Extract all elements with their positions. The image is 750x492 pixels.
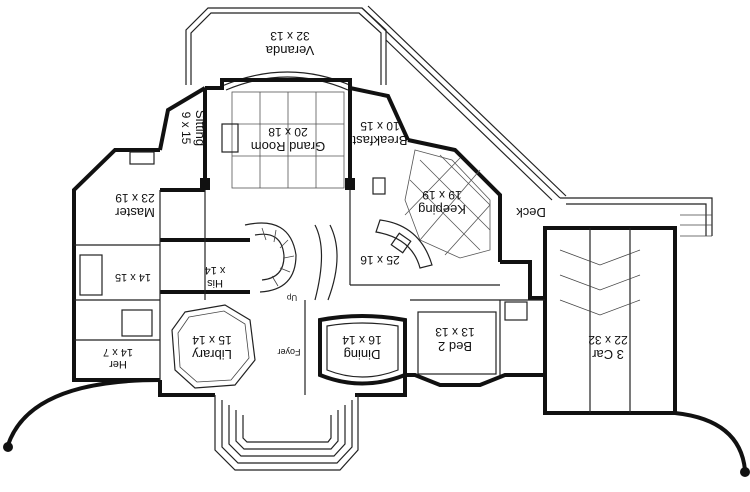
room-dims: 32 x 13 <box>270 29 310 43</box>
room-label-his-closet: His x 14 <box>205 264 226 289</box>
kitchen-island <box>375 219 433 269</box>
room-name: Grand Room <box>251 139 325 154</box>
garage <box>543 226 677 415</box>
room-dims: 25 x 16 <box>360 253 400 267</box>
front-entry-steps <box>214 395 359 471</box>
room-dims: 9 x 15 <box>179 112 193 145</box>
room-name: Bed 2 <box>438 339 472 354</box>
garden-walls <box>3 378 750 477</box>
room-dims: 16 x 14 <box>342 333 382 347</box>
room-name: Dining <box>344 347 381 362</box>
room-name: Veranda <box>265 43 314 58</box>
room-label-master: Master 23 x 19 <box>114 191 154 220</box>
room-name: Master <box>114 205 154 220</box>
room-dims: 14 x 7 <box>103 346 133 358</box>
bed2-outline <box>417 300 528 375</box>
room-name: Deck <box>516 205 546 220</box>
room-label-veranda: Veranda 32 x 13 <box>265 29 314 58</box>
room-name: Keeping <box>418 202 466 217</box>
dining-outline <box>318 314 407 386</box>
room-label-deck: Deck <box>516 205 546 220</box>
room-dims: 15 x 14 <box>192 333 232 347</box>
room-name: His <box>207 277 223 289</box>
room-dims: 22 x 32 <box>588 333 628 347</box>
room-dims: 19 x 19 <box>422 188 462 202</box>
exterior-walls <box>72 78 547 397</box>
deck-railing <box>361 5 713 237</box>
room-dims: 10 x 15 <box>360 119 400 133</box>
room-label-foyer: Foyer <box>277 347 300 357</box>
room-dims: 13 x 13 <box>435 325 475 339</box>
room-name: Breakfast <box>352 133 407 148</box>
library-outline <box>171 304 256 389</box>
keeping-ceiling-grid <box>404 149 491 259</box>
room-label-sitting: Sitting 9 x 15 <box>179 110 208 146</box>
room-label-her-closet: Her 14 x 7 <box>103 346 133 370</box>
room-label-library: Library 15 x 14 <box>192 333 232 362</box>
room-name: Foyer <box>277 347 300 357</box>
grand-room-ceiling-grid <box>231 91 345 189</box>
room-label-bed2: Bed 2 13 x 13 <box>435 325 475 354</box>
room-name: Up <box>286 293 297 302</box>
room-label-master-bath: 14 x 15 <box>115 271 151 283</box>
room-label-kitchen: 25 x 16 <box>360 253 400 267</box>
room-label-breakfast: Breakfast 10 x 15 <box>352 119 407 148</box>
interior-partitions <box>74 123 545 395</box>
stair <box>244 222 338 301</box>
room-dims: x 14 <box>205 264 226 276</box>
room-label-dining: Dining 16 x 14 <box>342 333 382 362</box>
room-dims: 23 x 19 <box>115 191 155 205</box>
room-name: Library <box>192 347 232 362</box>
room-label-up: Up <box>286 293 297 302</box>
room-label-keeping: Keeping 19 x 19 <box>418 188 466 217</box>
room-name: Her <box>109 358 127 370</box>
room-dims: 14 x 15 <box>115 271 151 283</box>
room-dims: 20 x 18 <box>268 125 308 139</box>
room-name: 3 Car <box>591 347 623 362</box>
room-name: Sitting <box>193 110 208 146</box>
room-label-grand-room: Grand Room 20 x 18 <box>251 125 325 154</box>
room-label-garage: 3 Car 22 x 32 <box>588 333 628 362</box>
